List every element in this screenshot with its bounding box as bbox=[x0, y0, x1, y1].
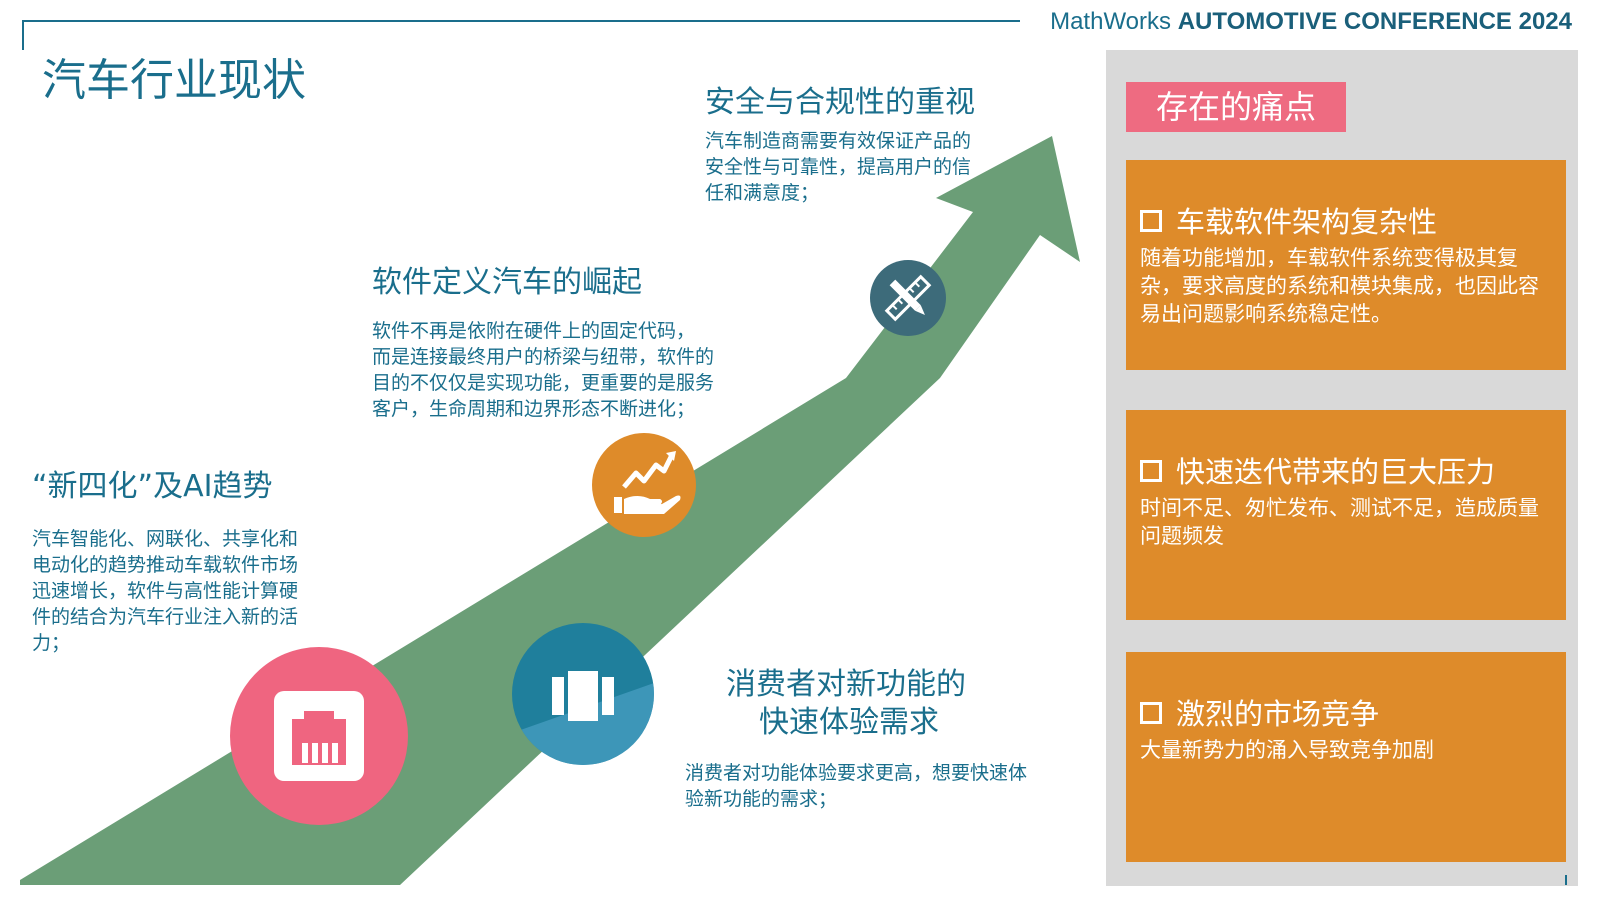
pain-point-title-text: 车载软件架构复杂性 bbox=[1176, 205, 1438, 239]
section-title-safety: 安全与合规性的重视 bbox=[705, 85, 975, 120]
section-body-safety: 汽车制造商需要有效保证产品的 安全性与可靠性，提高用户的信 任和满意度； bbox=[705, 130, 972, 204]
section-title-consumer-line1: 消费者对新功能的 bbox=[726, 667, 966, 702]
section-title-sdv: 软件定义汽车的崛起 bbox=[372, 265, 642, 300]
checkbox-bullet-icon bbox=[1140, 460, 1162, 482]
pain-point-body: 大量新势力的涌入导致竞争加剧 bbox=[1140, 738, 1434, 762]
header-rule bbox=[22, 20, 1020, 22]
section-title-consumer-line2: 快速体验需求 bbox=[759, 705, 939, 740]
network-port-icon bbox=[274, 691, 364, 781]
checkbox-bullet-icon bbox=[1140, 702, 1162, 724]
columns-icon bbox=[512, 671, 654, 765]
ruler-pencil-icon bbox=[884, 274, 932, 322]
section-body-trends: 汽车智能化、网联化、共享化和 电动化的趋势推动车载软件市场 迅速增长，软件与高性… bbox=[32, 528, 299, 654]
pain-point-body: 时间不足、匆忙发布、测试不足，造成质量问题频发 bbox=[1140, 496, 1539, 548]
columns-icon-badge bbox=[512, 623, 654, 765]
pain-point-title: 激烈的市场竞争 bbox=[1140, 694, 1379, 734]
pain-point-title: 车载软件架构复杂性 bbox=[1140, 202, 1437, 242]
pain-points-label: 存在的痛点 bbox=[1126, 82, 1346, 132]
page-title: 汽车行业现状 bbox=[42, 55, 306, 106]
hand-growth-chart-icon bbox=[614, 451, 681, 514]
section-body-consumer: 消费者对功能体验要求更高，想要快速体 验新功能的需求； bbox=[685, 762, 1028, 810]
conference-title: MathWorks AUTOMOTIVE CONFERENCE 2024 bbox=[1050, 8, 1572, 36]
page-marker bbox=[1565, 875, 1567, 885]
conference-brand: MathWorks bbox=[1050, 8, 1178, 35]
header-rule-corner bbox=[22, 20, 24, 50]
section-title-trends: “新四化”及AI趋势 bbox=[32, 469, 273, 504]
ruler-pencil-icon-badge bbox=[870, 260, 946, 336]
pain-point-card: 快速迭代带来的巨大压力 时间不足、匆忙发布、测试不足，造成质量问题频发 bbox=[1126, 410, 1566, 620]
conference-name: AUTOMOTIVE CONFERENCE 2024 bbox=[1177, 8, 1572, 35]
pain-point-card: 车载软件架构复杂性 随着功能增加，车载软件系统变得极其复杂，要求高度的系统和模块… bbox=[1126, 160, 1566, 370]
pain-point-title-text: 快速迭代带来的巨大压力 bbox=[1176, 455, 1496, 489]
section-body-sdv: 软件不再是依附在硬件上的固定代码， 而是连接最终用户的桥梁与纽带，软件的 目的不… bbox=[372, 320, 715, 420]
pain-point-body: 随着功能增加，车载软件系统变得极其复杂，要求高度的系统和模块集成，也因此容易出问… bbox=[1140, 246, 1539, 326]
pain-point-card: 激烈的市场竞争 大量新势力的涌入导致竞争加剧 bbox=[1126, 652, 1566, 862]
pain-point-title-text: 激烈的市场竞争 bbox=[1176, 697, 1380, 731]
pain-point-title: 快速迭代带来的巨大压力 bbox=[1140, 452, 1495, 492]
checkbox-bullet-icon bbox=[1140, 210, 1162, 232]
hand-growth-chart-icon-badge bbox=[592, 433, 696, 537]
network-port-icon-badge bbox=[230, 647, 408, 825]
